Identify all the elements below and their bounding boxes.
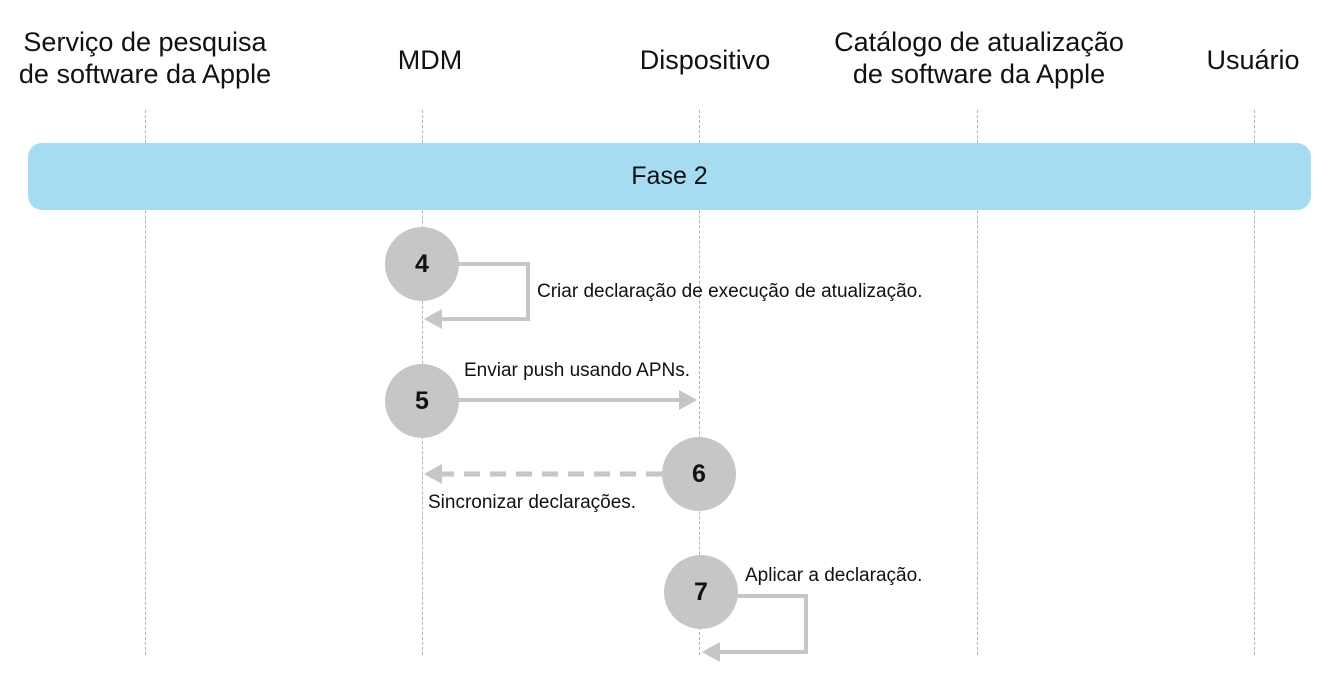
participant-header-search-service: Serviço de pesquisa de software da Apple <box>19 26 271 90</box>
lifeline-update-catalog <box>977 110 978 655</box>
step-6-circle: 6 <box>662 437 736 511</box>
step-4-circle: 4 <box>385 227 459 301</box>
arrow-step-7-self <box>702 594 808 662</box>
participant-header-line1: Catálogo de atualização <box>834 27 1124 57</box>
phase-band: Fase 2 <box>28 143 1311 210</box>
participant-header-device: Dispositivo <box>640 44 771 76</box>
step-7-circle: 7 <box>664 555 738 629</box>
step-5-circle: 5 <box>385 364 459 438</box>
participant-header-line1: Usuário <box>1206 45 1300 75</box>
arrow-step-5-mdm-to-device <box>458 390 697 410</box>
lifeline-search-service <box>145 110 146 655</box>
lifeline-user <box>1254 110 1255 655</box>
participant-header-user: Usuário <box>1206 44 1299 76</box>
participant-header-update-catalog: Catálogo de atualização de software da A… <box>834 26 1124 90</box>
participant-header-line2: de software da Apple <box>18 59 272 89</box>
step-6-message: Sincronizar declarações. <box>428 492 637 513</box>
step-4-message: Criar declaração de execução de atualiza… <box>537 281 923 302</box>
arrow-step-4-self <box>424 262 530 329</box>
participant-header-line1: Serviço de pesquisa <box>23 27 267 57</box>
step-7-message: Aplicar a declaração. <box>745 565 923 586</box>
participant-header-mdm: MDM <box>398 44 462 76</box>
step-5-message: Enviar push usando APNs. <box>464 360 691 381</box>
participant-header-line1: Dispositivo <box>639 45 771 75</box>
phase-label: Fase 2 <box>631 162 708 190</box>
lifeline-device <box>699 110 700 655</box>
participant-header-line1: MDM <box>397 45 463 75</box>
arrow-step-6-device-to-mdm <box>424 464 662 484</box>
participant-header-line2: de software da Apple <box>852 59 1106 89</box>
